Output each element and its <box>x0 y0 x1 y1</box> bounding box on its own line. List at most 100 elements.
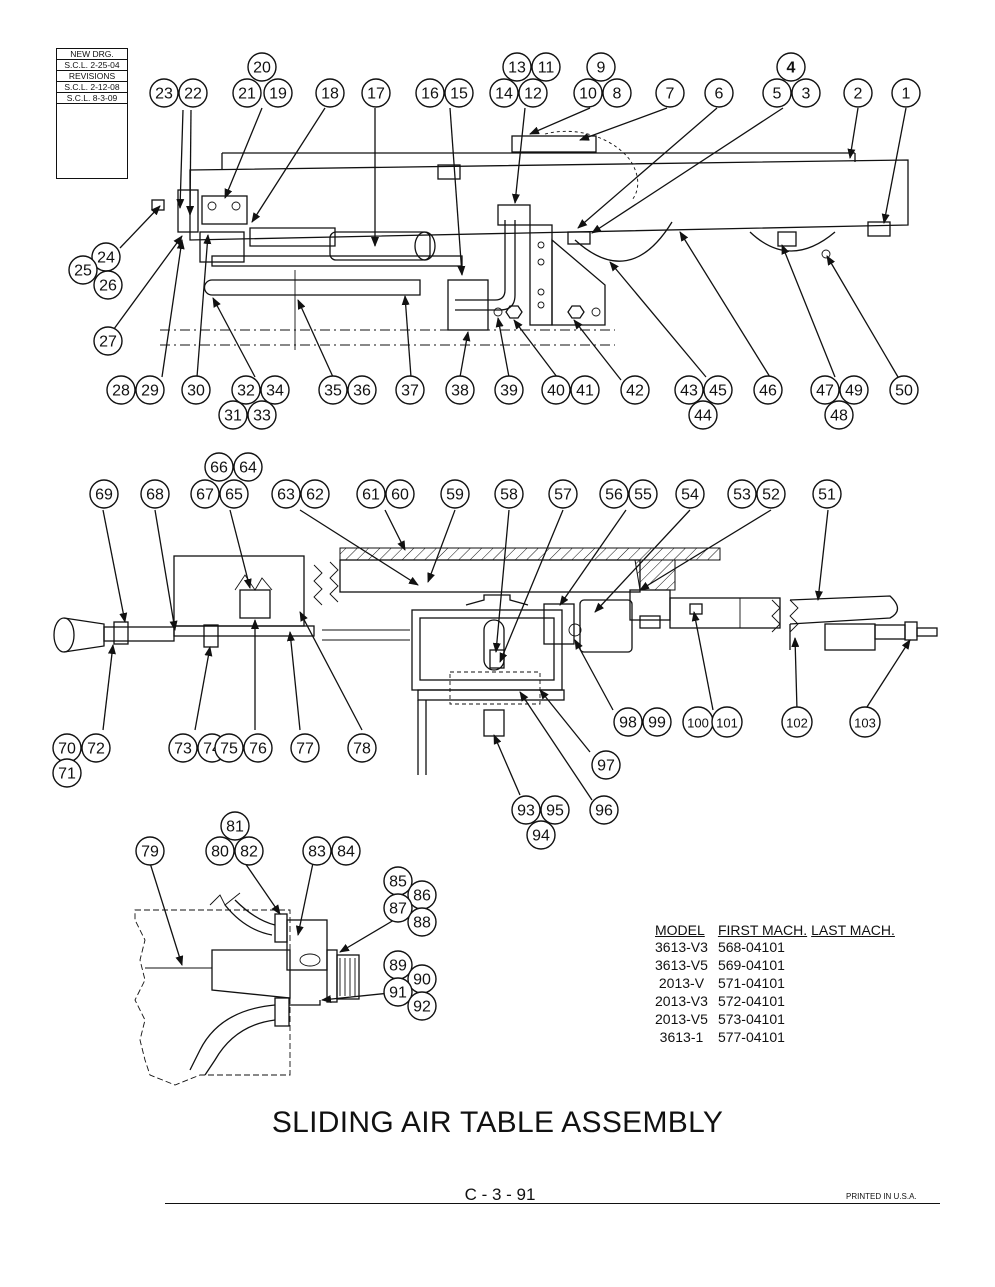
callout-66: 66 <box>204 452 234 482</box>
revision-block: NEW DRG. S.C.L. 2-25-04 REVISIONS S.C.L.… <box>56 48 128 179</box>
callout-69: 69 <box>89 479 119 509</box>
callout-102: 102 <box>781 706 813 738</box>
callout-number: 99 <box>648 715 666 732</box>
callout-1: 1 <box>891 78 921 108</box>
leader-lines <box>102 107 911 1004</box>
last-mach-cell <box>811 956 899 974</box>
callout-number: 13 <box>508 60 526 77</box>
callout-40: 40 <box>541 375 571 405</box>
callout-number: 40 <box>547 383 565 400</box>
callout-23: 23 <box>149 78 179 108</box>
callout-33: 33 <box>247 400 277 430</box>
callout-number: 12 <box>524 86 542 103</box>
callout-15: 15 <box>444 78 474 108</box>
callout-number: 82 <box>240 844 258 861</box>
callout-number: 53 <box>733 487 751 504</box>
callout-26: 26 <box>93 270 123 300</box>
callout-4: 4 <box>776 52 806 82</box>
callout-28: 28 <box>106 375 136 405</box>
callout-6: 6 <box>704 78 734 108</box>
callout-number: 64 <box>239 460 257 477</box>
callout-91: 91 <box>383 977 413 1007</box>
callout-81: 81 <box>220 811 250 841</box>
model-cell: 3613-1 <box>659 1029 704 1045</box>
revision-line: NEW DRG. <box>57 49 127 60</box>
model-cell: 3613-V5 <box>655 957 708 973</box>
callout-85: 85 <box>383 866 413 896</box>
callout-number: 47 <box>816 383 834 400</box>
callout-number: 19 <box>269 86 287 103</box>
callout-number: 73 <box>174 741 192 758</box>
callout-number: 56 <box>605 487 623 504</box>
callout-30: 30 <box>181 375 211 405</box>
callout-70: 70 <box>52 733 82 763</box>
callout-78: 78 <box>347 733 377 763</box>
callout-83: 83 <box>302 836 332 866</box>
callout-number: 16 <box>421 86 439 103</box>
revision-line: S.C.L. 8-3-09 <box>57 93 127 104</box>
bottom-view <box>134 892 360 1086</box>
callout-number: 44 <box>694 408 712 425</box>
callout-number: 93 <box>517 803 535 820</box>
callout-number: 1 <box>902 86 911 103</box>
callout-number: 43 <box>680 383 698 400</box>
first-mach-cell: 568-04101 <box>717 939 785 955</box>
callout-number: 97 <box>597 758 615 775</box>
callout-27: 27 <box>93 326 123 356</box>
callout-number: 36 <box>353 383 371 400</box>
callout-84: 84 <box>331 836 361 866</box>
callout-34: 34 <box>260 375 290 405</box>
callout-number: 81 <box>226 819 244 836</box>
callout-19: 19 <box>263 78 293 108</box>
first-mach-cell: 572-04101 <box>717 993 785 1009</box>
callout-71: 71 <box>52 758 82 788</box>
callout-number: 75 <box>220 741 238 758</box>
callout-number: 32 <box>237 383 255 400</box>
callout-48: 48 <box>824 400 854 430</box>
callout-number: 80 <box>211 844 229 861</box>
callout-17: 17 <box>361 78 391 108</box>
callout-number: 50 <box>895 383 913 400</box>
last-mach-cell <box>811 938 899 956</box>
callout-number: 5 <box>773 86 782 103</box>
callout-20: 20 <box>247 52 277 82</box>
callout-number: 15 <box>450 86 468 103</box>
callout-number: 46 <box>759 383 777 400</box>
callout-number: 60 <box>391 487 409 504</box>
callout-number: 95 <box>546 803 564 820</box>
callout-87: 87 <box>383 893 413 923</box>
callout-number: 83 <box>308 844 326 861</box>
callout-number: 66 <box>210 460 228 477</box>
callout-29: 29 <box>135 375 165 405</box>
callout-79: 79 <box>135 836 165 866</box>
callout-number: 68 <box>146 487 164 504</box>
callout-number: 91 <box>389 985 407 1002</box>
callout-73: 73 <box>168 733 198 763</box>
callout-39: 39 <box>494 375 524 405</box>
callout-38: 38 <box>445 375 475 405</box>
callout-number: 9 <box>597 60 606 77</box>
callout-41: 41 <box>570 375 600 405</box>
model-cell: 2013-V <box>658 975 705 991</box>
callout-53: 53 <box>727 479 757 509</box>
model-cell: 2013-V3 <box>655 993 708 1009</box>
callout-93: 93 <box>511 795 541 825</box>
callout-13: 13 <box>502 52 532 82</box>
table-row: 2013-V3 572-04101 <box>655 992 899 1010</box>
callout-97: 97 <box>591 750 621 780</box>
callout-number: 25 <box>74 263 92 280</box>
callout-60: 60 <box>385 479 415 509</box>
callout-61: 61 <box>356 479 386 509</box>
callout-47: 47 <box>810 375 840 405</box>
callout-number: 22 <box>184 86 202 103</box>
callout-96: 96 <box>589 795 619 825</box>
callout-number: 94 <box>532 828 550 845</box>
callout-number: 8 <box>613 86 622 103</box>
callout-number: 31 <box>224 408 242 425</box>
callout-11: 11 <box>531 52 561 82</box>
callout-number: 2 <box>854 86 863 103</box>
